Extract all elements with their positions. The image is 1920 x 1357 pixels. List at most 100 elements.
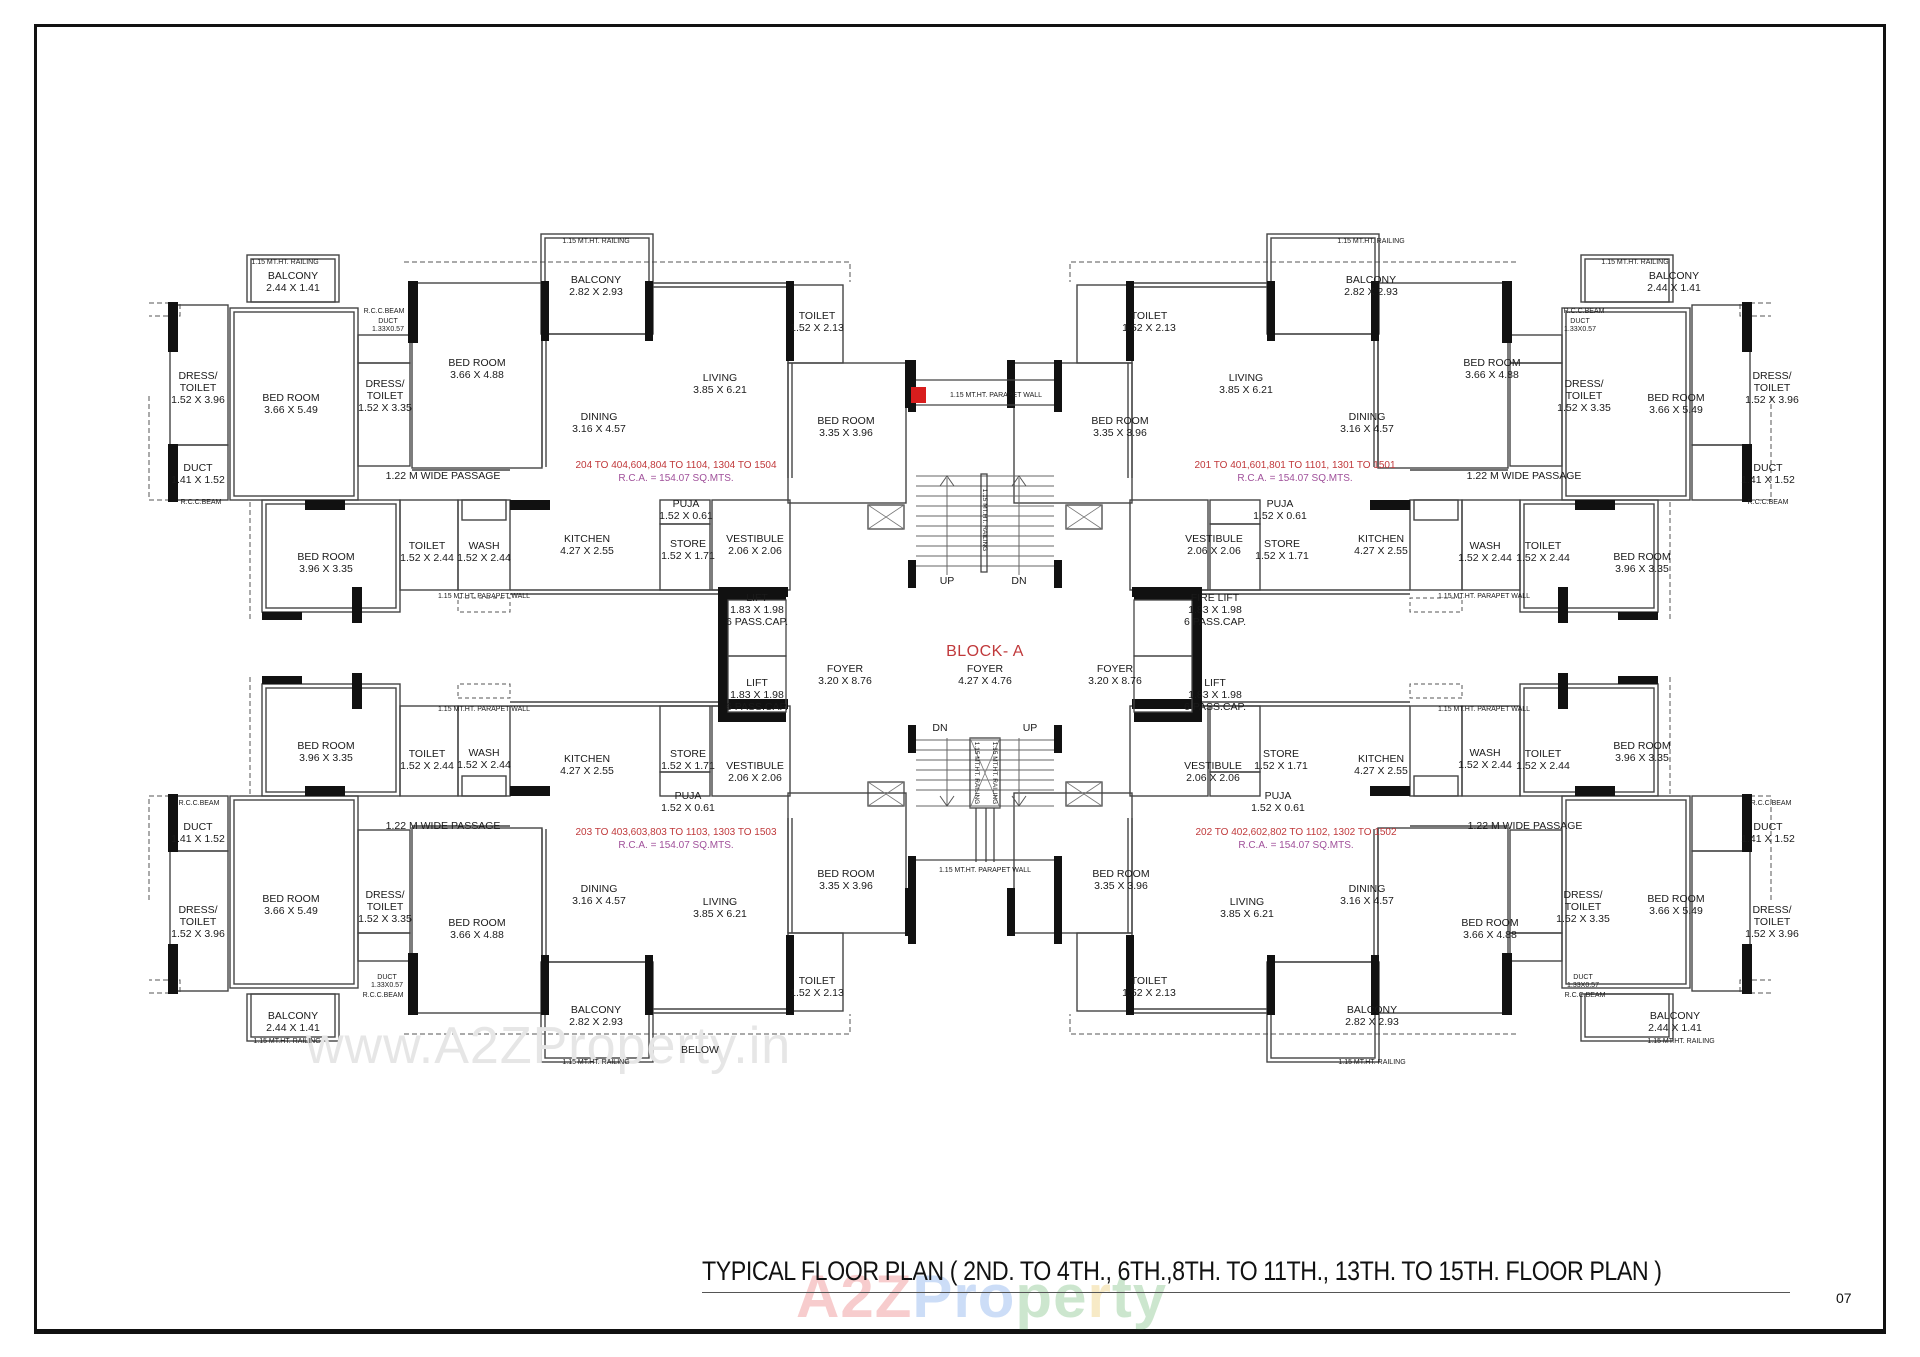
title-underline <box>702 1292 1790 1293</box>
stair-top-parapet: 1.15 MT.HT. PARAPET WALL <box>949 392 1043 399</box>
parapet-wall: 1.15 MT.HT. PARAPET WALL <box>1437 706 1531 713</box>
unit-bottom-left-walls <box>148 672 914 1063</box>
passage: 1.22 M WIDE PASSAGE <box>385 820 501 832</box>
page-number: 07 <box>1836 1290 1852 1306</box>
duct-large-beam: R.C.C.BEAM <box>1747 499 1789 506</box>
watermark-brand: A2Z Property <box>796 1262 1167 1331</box>
stair-top-up: UP <box>939 575 955 587</box>
unit-numbers: 204 TO 404,604,804 TO 1104, 1304 TO 1504 <box>575 460 777 471</box>
stair-top-dn: DN <box>1011 575 1027 587</box>
below-label: BELOW <box>681 1044 719 1056</box>
unit-numbers: 202 TO 402,602,802 TO 1102, 1302 TO 1502 <box>1195 827 1397 838</box>
stair-bottom-railing-a: 1.15 MT.HT. RAILING <box>973 741 980 805</box>
duct-small-beam: R.C.C.BEAM <box>1563 308 1605 315</box>
duct-small-beam: R.C.C.BEAM <box>362 992 404 999</box>
watermark-brand-part: p <box>1015 1263 1054 1330</box>
duct-large-beam: R.C.C.BEAM <box>1750 800 1792 807</box>
watermark-brand-part: A <box>796 1263 841 1330</box>
watermark-brand-part: P <box>912 1263 954 1330</box>
watermark-brand-part: t <box>1111 1263 1133 1330</box>
unit-rca: R.C.A. = 154.07 SQ.MTS. <box>618 473 734 484</box>
watermark-brand-part: y <box>1132 1263 1168 1330</box>
passage: 1.22 M WIDE PASSAGE <box>385 470 501 482</box>
watermark-brand-part: o <box>977 1263 1016 1330</box>
unit-numbers: 201 TO 401,601,801 TO 1101, 1301 TO 1501 <box>1194 460 1396 471</box>
unit-top-left-walls <box>148 233 914 624</box>
watermark-brand-part: Z <box>874 1263 913 1330</box>
parapet-wall: 1.15 MT.HT. PARAPET WALL <box>437 593 531 600</box>
stair-bottom-parapet: 1.15 MT.HT. PARAPET WALL <box>938 867 1032 874</box>
watermark-url: www.A2ZProperty.in <box>306 1017 792 1075</box>
stair-bottom-dn: DN <box>932 722 948 734</box>
watermark-brand-part: r <box>1087 1263 1112 1330</box>
parapet-wall: 1.15 MT.HT. PARAPET WALL <box>437 706 531 713</box>
duct-large-beam: R.C.C.BEAM <box>178 800 220 807</box>
balcony-small-railing: 1.15 MT.HT. RAILING <box>1601 259 1669 266</box>
stair-bottom-up: UP <box>1022 722 1038 734</box>
balcony-small-railing: 1.15 MT.HT. RAILING <box>251 259 319 266</box>
duct-small-beam: R.C.C.BEAM <box>1564 992 1606 999</box>
